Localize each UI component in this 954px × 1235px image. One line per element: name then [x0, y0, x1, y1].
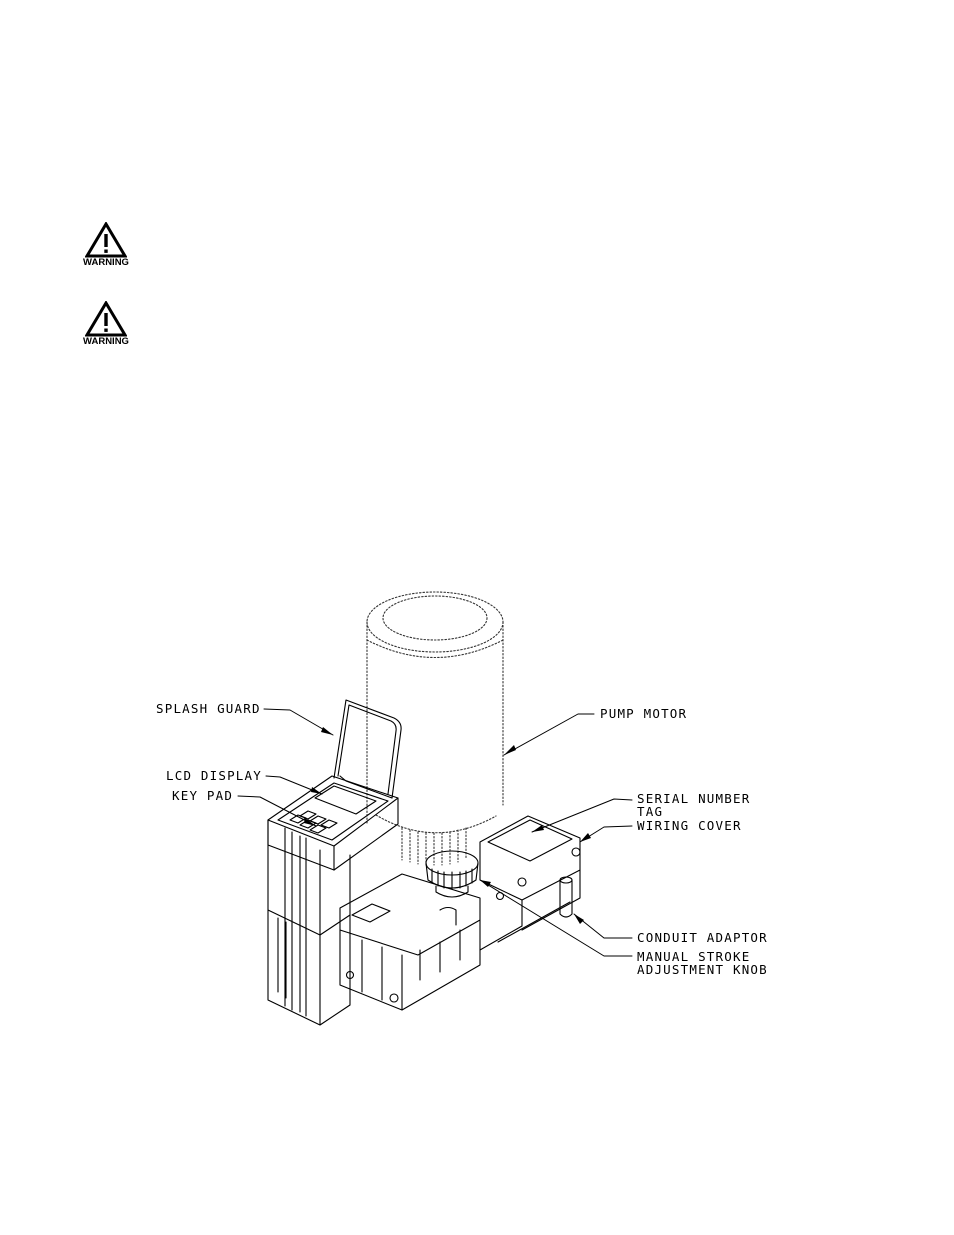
callout-lcd-display: LCD DISPLAY: [166, 768, 262, 783]
wiring-cover: [487, 819, 573, 862]
lcd-window: [314, 785, 377, 815]
warning-triangle-icon: [85, 222, 127, 258]
warning-triangle-icon: [85, 301, 127, 337]
callout-manual-stroke-1: MANUAL STROKE: [637, 949, 750, 964]
callout-key-pad: KEY PAD: [172, 788, 233, 803]
callout-conduit-adaptor: CONDUIT ADAPTOR: [637, 930, 768, 945]
callout-splash-guard: SPLASH GUARD: [156, 701, 261, 716]
warning-label: WARNING: [83, 257, 129, 268]
callout-pump-motor: PUMP MOTOR: [600, 706, 687, 721]
callout-manual-stroke-2: ADJUSTMENT KNOB: [637, 962, 768, 977]
warning-block-1: WARNING: [78, 222, 134, 268]
callout-serial-number-1: SERIAL NUMBER: [637, 791, 750, 806]
warning-block-2: WARNING: [78, 301, 134, 347]
pump-motor: [366, 591, 504, 866]
left-column: [267, 819, 351, 1026]
controller-housing: [267, 775, 399, 871]
leader-lines: [237, 708, 633, 957]
manual-stroke-knob: [425, 850, 479, 898]
splash-guard: [333, 699, 402, 799]
conduit-adaptor-shape: [559, 879, 573, 918]
right-housing: [479, 815, 581, 951]
pump-base: [339, 873, 481, 1011]
pump-diagram: SPLASH GUARD LCD DISPLAY KEY PAD PUMP MO…: [156, 591, 768, 1026]
callout-wiring-cover: WIRING COVER: [637, 818, 742, 833]
warning-label: WARNING: [83, 336, 129, 347]
arrowheads: [304, 727, 591, 924]
callout-serial-number-2: TAG: [637, 804, 663, 819]
